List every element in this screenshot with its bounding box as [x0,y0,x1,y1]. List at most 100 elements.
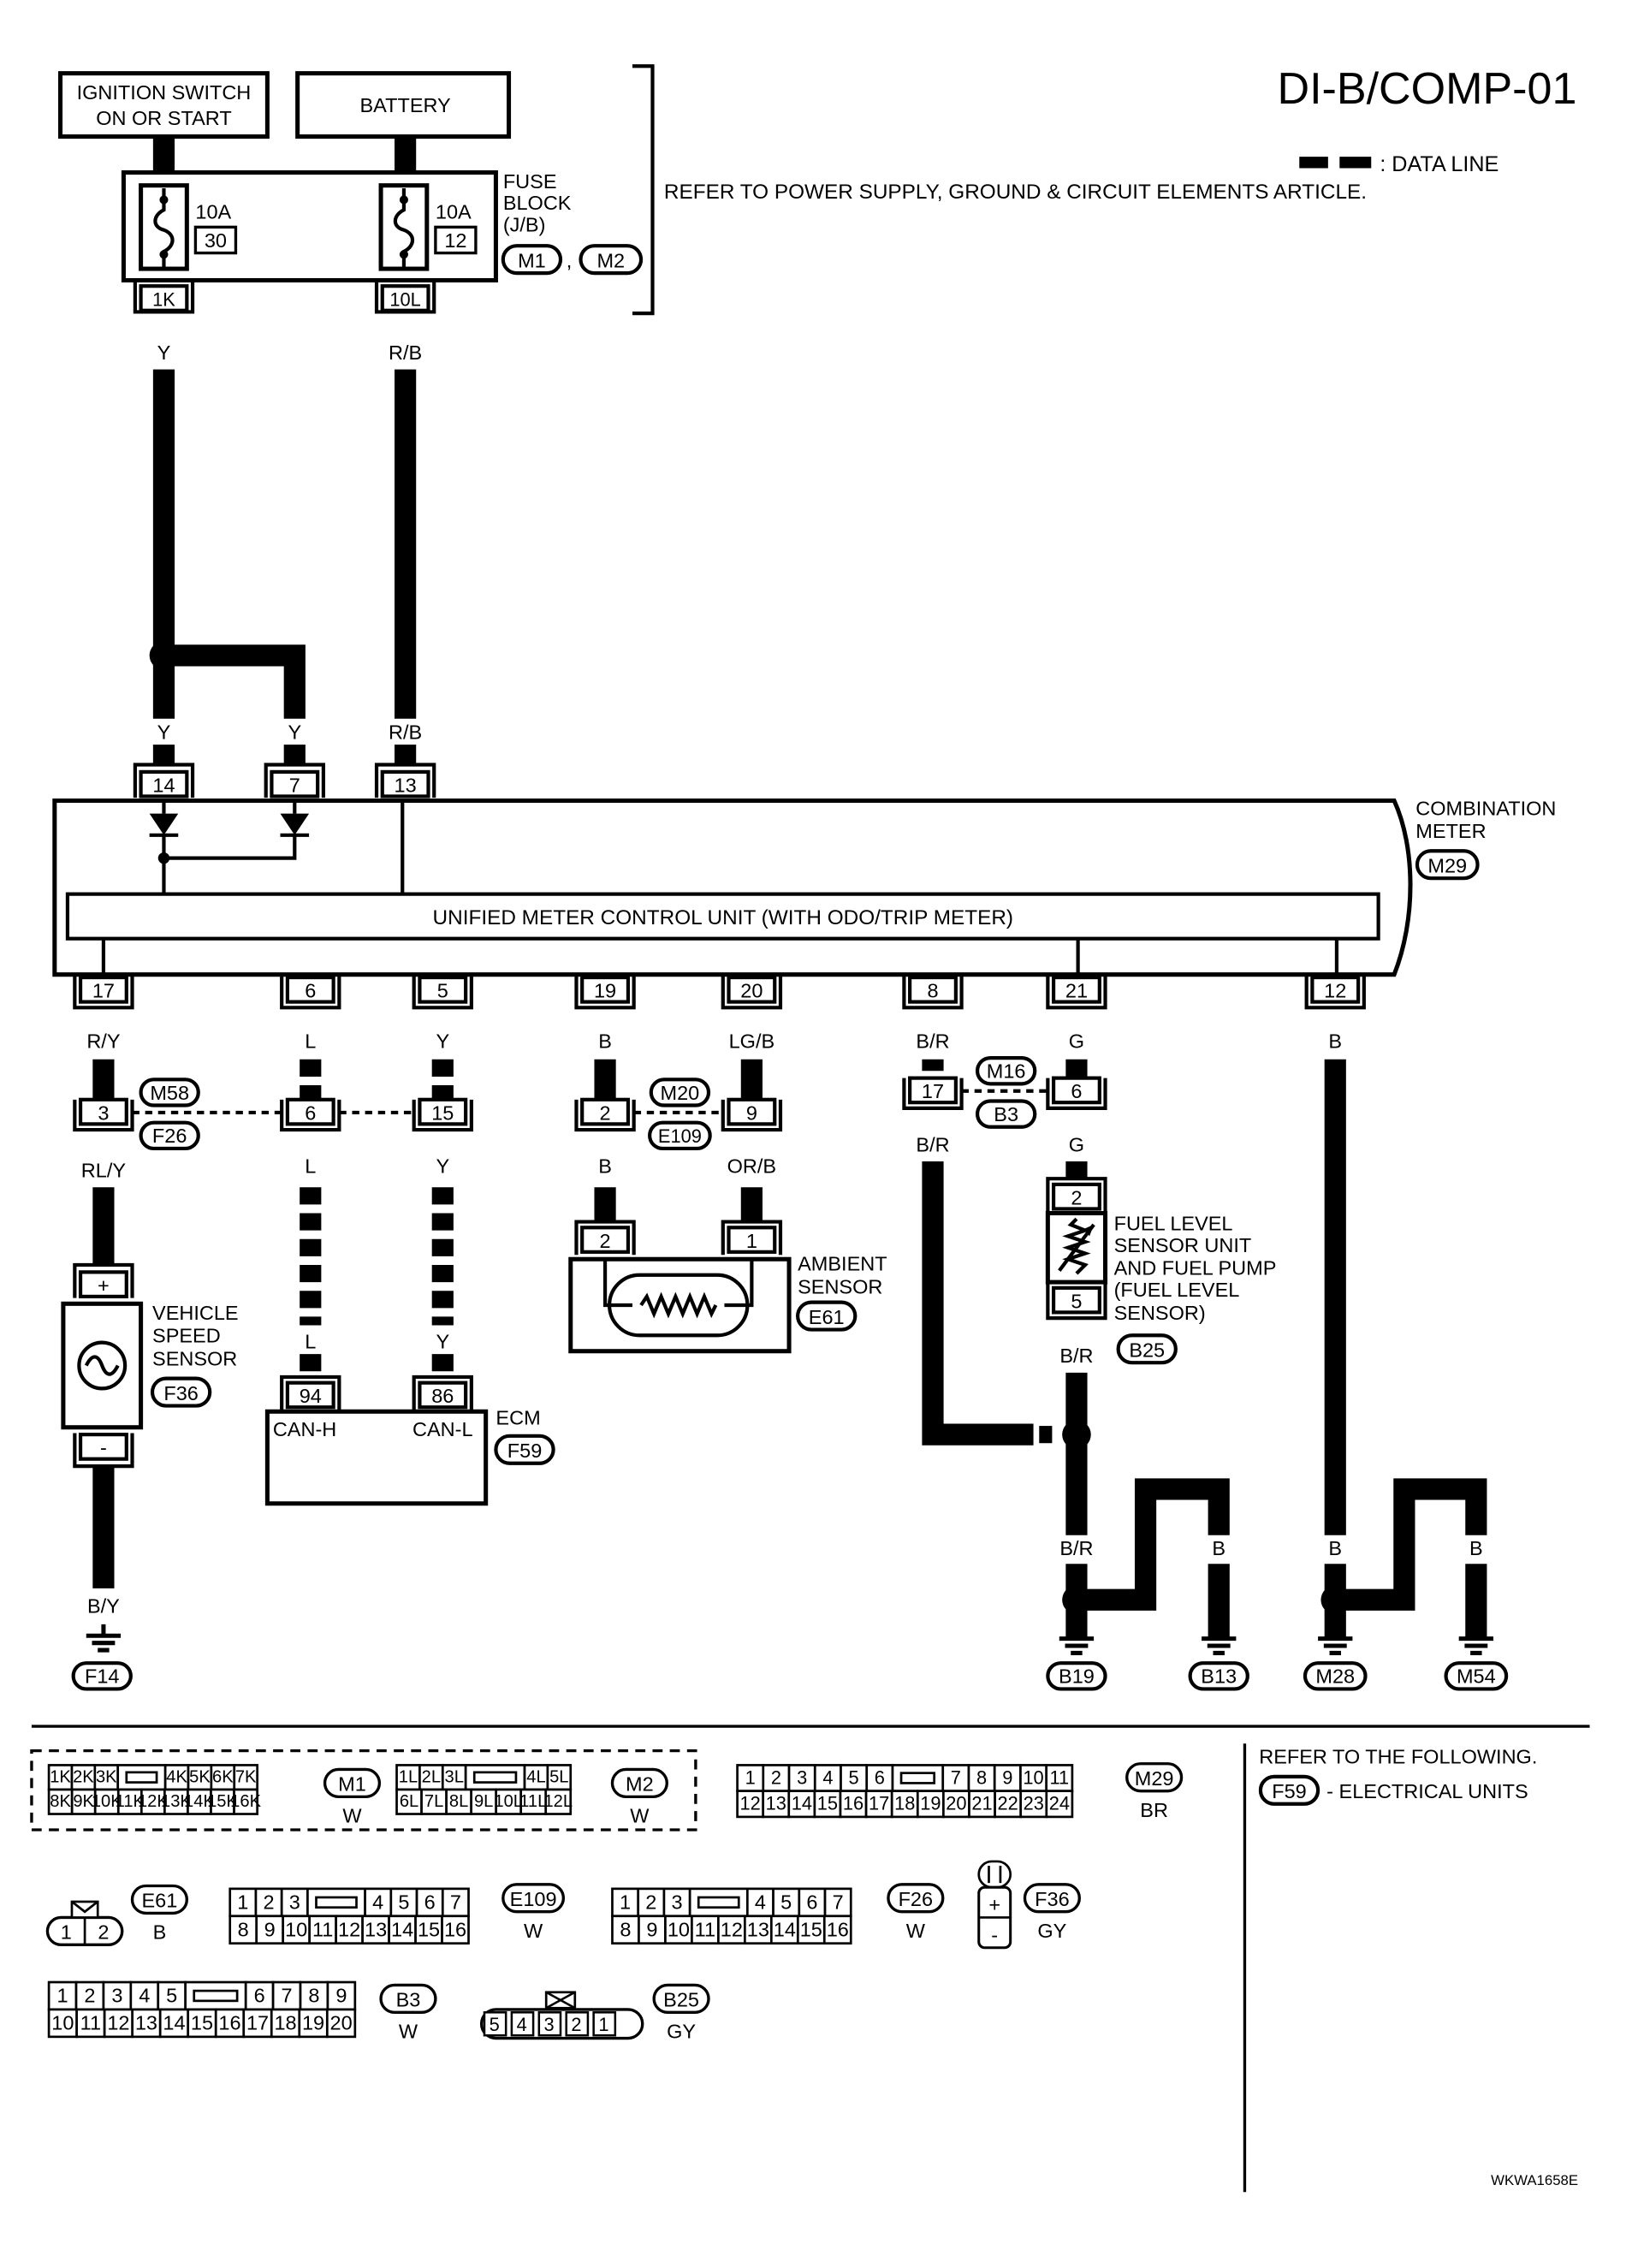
f26-cavity-10: 10 [668,1918,690,1940]
m29-cavity-20: 20 [946,1792,966,1814]
battery-label: BATTERY [360,94,452,116]
ground-f14: F14 [71,1624,133,1691]
m29-cavity-7: 7 [951,1766,961,1788]
diode-2 [280,813,310,835]
e109-cavity-3: 3 [289,1891,300,1913]
e109-cavity-2: 2 [264,1891,275,1913]
svg-text:2: 2 [600,1101,611,1124]
b3-cavity-3: 3 [111,1985,122,2007]
b3-cavity-1: 1 [57,1985,68,2007]
m29-cavity-13: 13 [766,1792,786,1814]
fuse2-terminal-label: 10L [389,289,420,311]
m1-cavity-9K: 9K [73,1792,94,1811]
e109-cavity-11: 11 [312,1918,333,1940]
m29-name: M29 [1135,1767,1174,1790]
e109-cavity-7: 7 [450,1891,461,1913]
svg-text:2: 2 [1071,1186,1082,1208]
wire-can-stubs-ecm [300,1354,454,1377]
svg-text:14: 14 [152,774,175,796]
meter-pin-14: 14 [133,763,195,799]
m29-cavity-6: 6 [875,1766,885,1788]
e109-cavity-8: 8 [238,1918,249,1940]
svg-text:17: 17 [92,980,115,1002]
m29-cavity-19: 19 [920,1792,941,1814]
f26-cavity-12: 12 [721,1918,743,1940]
f26-cavity-7: 7 [833,1891,844,1913]
e109-color: W [524,1920,543,1942]
svg-text:19: 19 [594,980,616,1002]
wire-can-lines [300,1187,454,1326]
f26-color: W [906,1920,926,1942]
svg-text:3: 3 [98,1101,109,1124]
e109-cavity-10: 10 [285,1918,307,1940]
svg-text:F14: F14 [85,1665,119,1688]
svg-text:86: 86 [431,1385,454,1407]
fuse2-amp: 10A [436,200,472,223]
wire-color-rb-2: R/B [389,721,422,743]
fuse1-amp: 10A [195,200,231,223]
meter-label-1: COMBINATION [1415,797,1556,819]
f36-name: F36 [1035,1888,1070,1910]
m29-cavity-4: 4 [822,1766,833,1788]
combination-meter: UNIFIED METER CONTROL UNIT (WITH ODO/TRI… [52,797,1556,978]
m29-cavity-23: 23 [1024,1792,1044,1814]
wire-ambient [594,1187,763,1222]
f26-cavity-8: 8 [620,1918,631,1940]
joint-e109-label: E109 [658,1125,702,1147]
meter-pin-19: 19 [574,974,636,1010]
m2-cavity-4L: 4L [526,1768,545,1787]
joint-m58-pin-15: 15 [412,1097,473,1132]
wire-y-branch [163,644,306,719]
m2-cavity-2L: 2L [422,1768,441,1787]
e61-color: B [153,1921,167,1944]
b3-cavity-19: 19 [302,2011,324,2033]
wire-color-y-1: Y [157,341,171,364]
ecm-label: ECM [496,1406,540,1428]
m2-cavity-11L: 11L [519,1792,547,1811]
wire-color-orb: OR/B [727,1155,776,1177]
b25-cavity-5: 5 [490,2014,500,2035]
m1-cavity-8K: 8K [50,1792,71,1811]
m29-cavity-9: 9 [1002,1766,1012,1788]
svg-text:6: 6 [305,1101,316,1124]
e109-cavity-9: 9 [264,1918,276,1940]
power-bracket [632,64,655,316]
m29-cavity-10: 10 [1023,1766,1043,1788]
jb-connector-m1: M1 [518,249,546,271]
f26-cavity-1: 1 [620,1891,631,1913]
svg-text:94: 94 [300,1385,322,1407]
jb-comma: , [567,249,573,271]
meter-pin-12: 12 [1304,974,1366,1010]
meter-connector: M29 [1427,854,1467,876]
m29-cavity-18: 18 [894,1792,915,1814]
svg-text:5: 5 [1071,1290,1082,1312]
b3-color: W [399,2021,418,2043]
svg-text:2: 2 [600,1230,611,1252]
f26-cavity-13: 13 [747,1918,769,1940]
b25-cavity-1: 1 [598,2014,608,2035]
joint-m58-label: M58 [150,1082,189,1104]
jb-connector-frame [30,1748,697,1832]
m2-cavity-1L: 1L [399,1768,418,1787]
wire-color-y-2: Y [157,721,171,743]
ground-b19: B19 [1046,1636,1107,1691]
fuse-block-label-2: BLOCK [503,192,572,214]
m29-cavity-22: 22 [998,1792,1018,1814]
e109-cavity-15: 15 [418,1918,440,1940]
svg-text:12: 12 [1324,980,1346,1002]
m29-cavity-15: 15 [817,1792,838,1814]
b3-cavity-10: 10 [51,2011,74,2033]
data-line-legend: : DATA LINE [1299,152,1498,176]
splice-br [1062,1420,1091,1449]
b3-cavity-8: 8 [308,1985,319,2007]
b3-cavity-17: 17 [246,2011,269,2033]
ignition-label-2: ON OR START [96,107,231,129]
m2-name: M2 [626,1773,654,1796]
fuel-level-sensor: 2 5 FUEL LEVEL SENSOR UNIT AND FUEL PUMP… [1045,1177,1276,1365]
m2-cavity-9L: 9L [474,1792,493,1811]
svg-text:1: 1 [746,1230,757,1252]
